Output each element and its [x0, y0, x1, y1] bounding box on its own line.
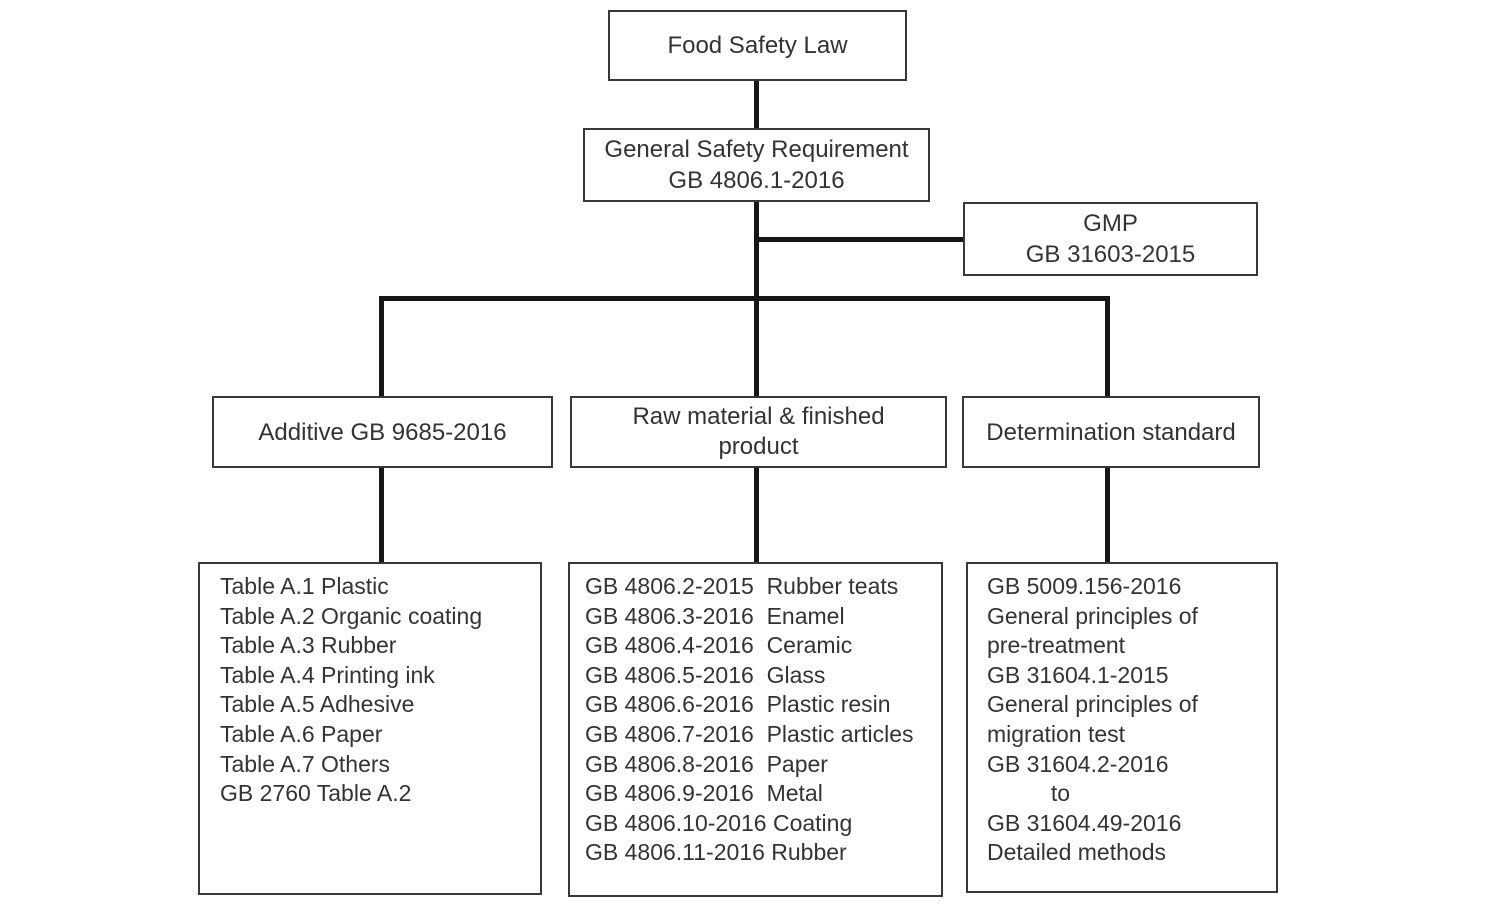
list-determination-standards: GB 5009.156-2016 General principles of p…: [966, 562, 1278, 893]
list-determination-standards-text: GB 5009.156-2016 General principles of p…: [987, 573, 1198, 866]
list-additive-tables: Table A.1 Plastic Table A.2 Organic coat…: [198, 562, 542, 895]
node-raw-material: Raw material & finished product: [570, 396, 947, 468]
node-gmp: GMP GB 31603-2015: [963, 202, 1258, 276]
connector-branch-left-vertical: [379, 296, 384, 396]
connector-determination-to-list: [1105, 468, 1110, 563]
connector-branch-right-vertical: [1105, 296, 1110, 396]
node-food-safety-law: Food Safety Law: [608, 10, 907, 81]
connector-root-to-general: [754, 81, 759, 129]
list-additive-tables-text: Table A.1 Plastic Table A.2 Organic coat…: [220, 573, 483, 807]
list-raw-material-standards: GB 4806.2-2015 Rubber teats GB 4806.3-20…: [568, 562, 943, 897]
connector-additive-to-list: [379, 468, 384, 563]
connector-gmp-horizontal: [754, 237, 966, 242]
node-general-safety-requirement: General Safety Requirement GB 4806.1-201…: [583, 128, 930, 202]
connector-branch-bar: [379, 296, 1110, 301]
node-determination-standard: Determination standard: [962, 396, 1260, 468]
connector-rawmaterial-to-list: [754, 468, 759, 563]
list-raw-material-standards-text: GB 4806.2-2015 Rubber teats GB 4806.3-20…: [585, 573, 914, 866]
node-additive: Additive GB 9685-2016: [212, 396, 553, 468]
